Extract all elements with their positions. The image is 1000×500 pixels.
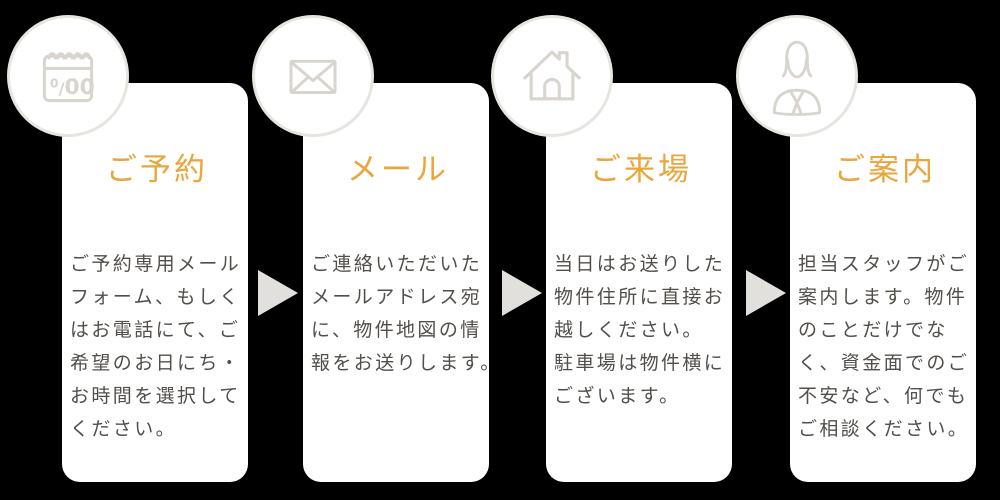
arrow-right-icon [502, 270, 542, 316]
step-title: ご案内 [834, 152, 936, 187]
step-description: ご連絡いただいた メールアドレス宛 に、物件地図の情 報をお送りします。 [311, 254, 502, 374]
step-description: 担当スタッフがご 案内します。物件 のことだけでな く、資金面でのご 不安など、… [798, 254, 970, 440]
step-description: 当日はお送りした 物件住所に直接お 越しください。 駐車場は物件横に ございます… [554, 254, 726, 407]
step-card-guidance: ご案内 担当スタッフがご 案内します。物件 のことだけでな く、資金面でのご 不… [790, 83, 976, 482]
arrow-right-icon [746, 270, 786, 316]
step-title: ご予約 [106, 152, 208, 187]
envelope-icon [289, 59, 337, 94]
step-description: ご予約専用メール フォーム、もしく はお電話にて、ご 希望のお日にち・ お時間を… [70, 254, 242, 440]
step-card-visit: ご来場 当日はお送りした 物件住所に直接お 越しください。 駐車場は物件横に ご… [546, 83, 732, 482]
calendar-date-text: 0/00 [50, 75, 95, 100]
calendar-icon: 0/00 [42, 52, 95, 103]
step-title: メール [347, 152, 449, 187]
step-icon-circle [491, 15, 613, 137]
step-title: ご来場 [590, 152, 692, 187]
arrow-right-icon [258, 270, 298, 316]
step-icon-circle [252, 15, 374, 137]
person-icon [772, 40, 822, 116]
house-icon [523, 50, 581, 101]
step-icon-circle [736, 15, 858, 137]
step-card-reservation: ご予約 ご予約専用メール フォーム、もしく はお電話にて、ご 希望のお日にち・ … [62, 83, 248, 482]
step-icon-circle: 0/00 [7, 15, 129, 137]
step-card-mail: メール ご連絡いただいた メールアドレス宛 に、物件地図の情 報をお送りします。 [303, 83, 502, 482]
